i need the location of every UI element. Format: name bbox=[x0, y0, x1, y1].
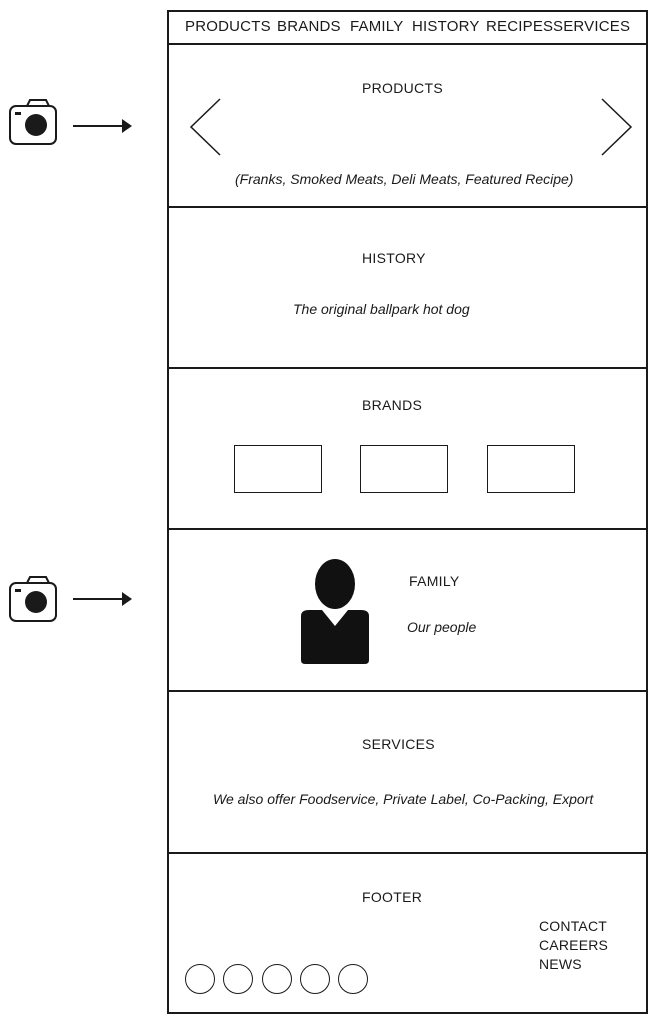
footer-heading: FOOTER bbox=[362, 889, 423, 905]
family-heading: FAMILY bbox=[409, 573, 460, 589]
chevron-right-icon[interactable] bbox=[598, 95, 634, 159]
footer-link-contact[interactable]: CONTACT bbox=[539, 918, 608, 934]
brand-logo-placeholder[interactable] bbox=[360, 445, 448, 493]
nav-item-services[interactable]: SERVICES bbox=[553, 18, 631, 35]
services-section: SERVICES We also offer Foodservice, Priv… bbox=[169, 692, 646, 854]
nav-item-recipes[interactable]: RECIPES bbox=[486, 18, 554, 35]
social-circle-icon[interactable] bbox=[185, 964, 215, 994]
chevron-left-icon[interactable] bbox=[188, 95, 224, 159]
brand-logo-placeholder[interactable] bbox=[487, 445, 575, 493]
brands-section: BRANDS bbox=[169, 369, 646, 530]
wireframe-frame: PRODUCTS BRANDS FAMILY HISTORY RECIPES S… bbox=[167, 10, 648, 1014]
person-icon bbox=[301, 559, 369, 664]
nav-item-brands[interactable]: BRANDS bbox=[277, 18, 341, 35]
social-circle-icon[interactable] bbox=[338, 964, 368, 994]
history-subtitle: The original ballpark hot dog bbox=[293, 301, 470, 317]
arrow-right-icon bbox=[73, 119, 132, 133]
footer-link-careers[interactable]: CAREERS bbox=[539, 937, 609, 953]
services-subtitle: We also offer Foodservice, Private Label… bbox=[213, 791, 594, 807]
social-circle-icon[interactable] bbox=[223, 964, 253, 994]
footer-link-news[interactable]: NEWS bbox=[539, 956, 582, 972]
products-subtitle: (Franks, Smoked Meats, Deli Meats, Featu… bbox=[235, 171, 574, 187]
history-section: HISTORY The original ballpark hot dog bbox=[169, 208, 646, 369]
nav-item-products[interactable]: PRODUCTS bbox=[185, 18, 271, 35]
camera-icon bbox=[9, 576, 57, 622]
brands-heading: BRANDS bbox=[362, 397, 423, 413]
footer-section: FOOTER CONTACT CAREERS NEWS bbox=[169, 854, 646, 1012]
family-section: FAMILY Our people bbox=[169, 530, 646, 692]
social-circle-icon[interactable] bbox=[300, 964, 330, 994]
nav-item-family[interactable]: FAMILY bbox=[350, 18, 404, 35]
social-circle-icon[interactable] bbox=[262, 964, 292, 994]
nav-item-history[interactable]: HISTORY bbox=[412, 18, 480, 35]
history-heading: HISTORY bbox=[362, 250, 426, 266]
arrow-right-icon bbox=[73, 592, 132, 606]
products-heading: PRODUCTS bbox=[362, 80, 443, 96]
top-nav: PRODUCTS BRANDS FAMILY HISTORY RECIPES S… bbox=[169, 12, 646, 45]
family-subtitle: Our people bbox=[407, 619, 477, 635]
brand-logo-placeholder[interactable] bbox=[234, 445, 322, 493]
camera-icon bbox=[9, 99, 57, 145]
products-section: PRODUCTS (Franks, Smoked Meats, Deli Mea… bbox=[169, 45, 646, 208]
services-heading: SERVICES bbox=[362, 736, 435, 752]
